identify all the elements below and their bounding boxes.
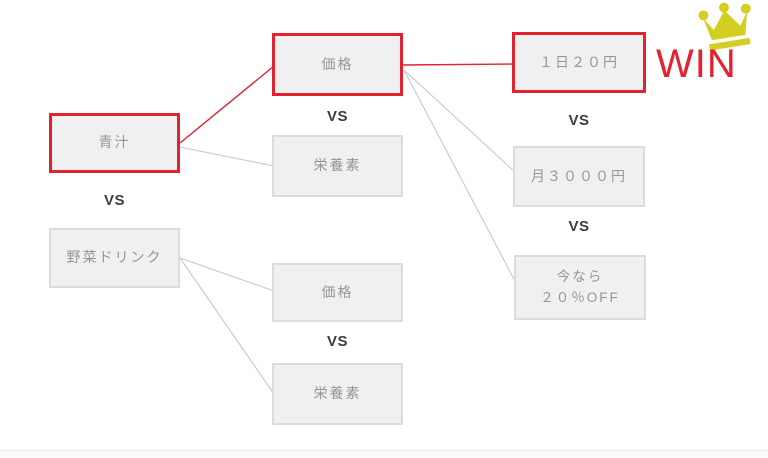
footer-divider — [0, 450, 768, 458]
node-kakaku-top: 価格 — [272, 33, 403, 96]
node-price-per-day-label: １日２０円 — [539, 53, 619, 70]
node-kakaku-bottom: 価格 — [272, 263, 403, 322]
vs-label-criteria-bottom: VS — [326, 333, 348, 350]
node-discount-line2: ２０％OFF — [540, 289, 620, 305]
link-aojiru-eiyoso — [179, 146, 275, 167]
vs-label-criteria-top: VS — [326, 108, 348, 125]
node-yasai-drink: 野菜ドリンク — [49, 228, 180, 288]
node-aojiru-label: 青汁 — [98, 134, 131, 151]
node-kakaku-bottom-label: 価格 — [321, 283, 354, 300]
node-price-per-day: １日２０円 — [512, 32, 646, 93]
link-kakaku-priceday — [402, 63, 515, 66]
node-eiyoso-bottom: 栄養素 — [272, 363, 403, 425]
link-kakaku-pricemonth — [403, 69, 516, 173]
link-aojiru-kakaku — [179, 65, 275, 144]
link-yasai-kakaku — [179, 257, 275, 292]
node-discount-line1: 今なら — [556, 268, 604, 284]
link-kakaku-discount — [403, 69, 517, 284]
node-yasai-drink-label: 野菜ドリンク — [66, 249, 163, 266]
link-yasai-eiyoso — [179, 257, 275, 395]
vs-label-products: VS — [103, 192, 125, 209]
vs-label-price-bottom: VS — [568, 218, 590, 235]
node-price-per-month: 月３０００円 — [513, 146, 645, 207]
node-discount: 今なら ２０％OFF — [514, 255, 646, 320]
win-label: WIN — [656, 42, 737, 86]
vs-label-price-top: VS — [568, 112, 590, 129]
node-eiyoso-top-label: 栄養素 — [313, 157, 362, 174]
node-eiyoso-bottom-label: 栄養素 — [313, 385, 362, 402]
node-kakaku-top-label: 価格 — [321, 55, 354, 72]
node-aojiru: 青汁 — [49, 113, 180, 173]
node-price-per-month-label: 月３０００円 — [531, 167, 627, 184]
crown-icon — [698, 2, 751, 51]
node-eiyoso-top: 栄養素 — [272, 135, 403, 197]
